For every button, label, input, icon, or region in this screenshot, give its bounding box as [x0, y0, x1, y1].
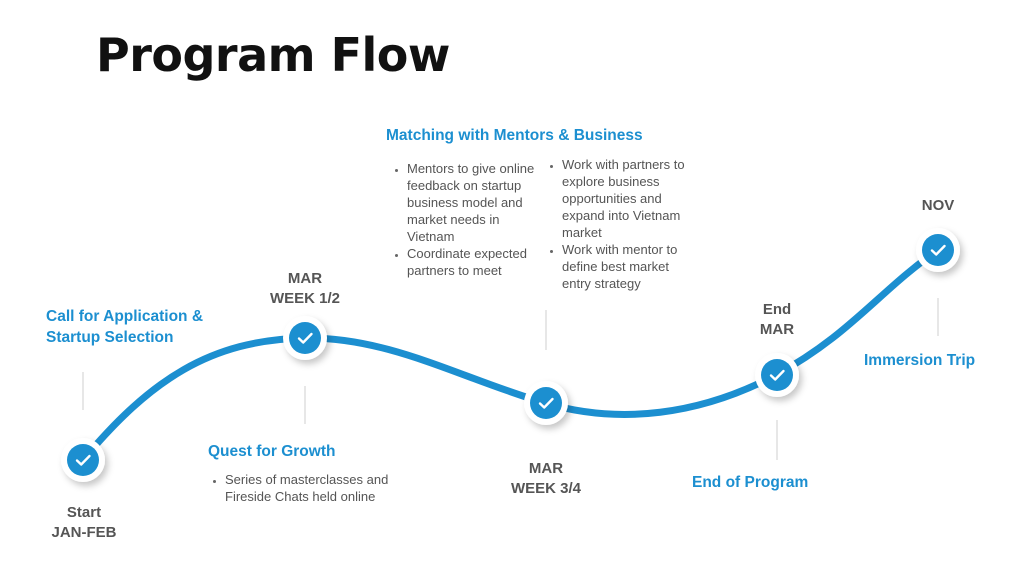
detail-bullet: Work with partners to explore business o…	[562, 156, 697, 241]
node-fill	[67, 444, 99, 476]
check-icon	[538, 397, 554, 409]
detail-bullet: Mentors to give online feedback on start…	[407, 160, 542, 245]
stage-3-details-left: Mentors to give online feedback on start…	[389, 160, 542, 279]
stage-3-node	[524, 381, 568, 425]
node-fill	[289, 322, 321, 354]
stage-2-node	[283, 316, 327, 360]
check-icon	[930, 244, 946, 256]
stage-4-milestone: End of Program	[692, 474, 809, 491]
stage-2-details: Series of masterclasses and Fireside Cha…	[207, 471, 425, 505]
stage-1-node	[61, 438, 105, 482]
connector-lines	[82, 298, 939, 460]
stage-4-node	[755, 353, 799, 397]
stage-3-details-right: Work with partners to explore business o…	[544, 156, 697, 292]
node-fill	[761, 359, 793, 391]
stage-5-milestone: Immersion Trip	[864, 352, 976, 369]
stage-5-node	[916, 228, 960, 272]
detail-bullet: Work with mentor to define best market e…	[562, 241, 697, 292]
check-icon	[297, 332, 313, 344]
timeline-curve	[79, 246, 942, 464]
stage-5-date: NOV	[921, 197, 955, 214]
stage-1-milestone: Call for Application &Startup Selection	[46, 308, 204, 346]
node-fill	[922, 234, 954, 266]
stage-3-milestone: Matching with Mentors & Business	[386, 127, 643, 144]
check-icon	[75, 454, 91, 466]
node-fill	[530, 387, 562, 419]
detail-bullet: Series of masterclasses and Fireside Cha…	[225, 471, 425, 505]
stage-2-milestone: Quest for Growth	[208, 443, 336, 460]
detail-bullet: Coordinate expected partners to meet	[407, 245, 542, 279]
check-icon	[769, 369, 785, 381]
page-title: Program Flow	[96, 28, 450, 82]
